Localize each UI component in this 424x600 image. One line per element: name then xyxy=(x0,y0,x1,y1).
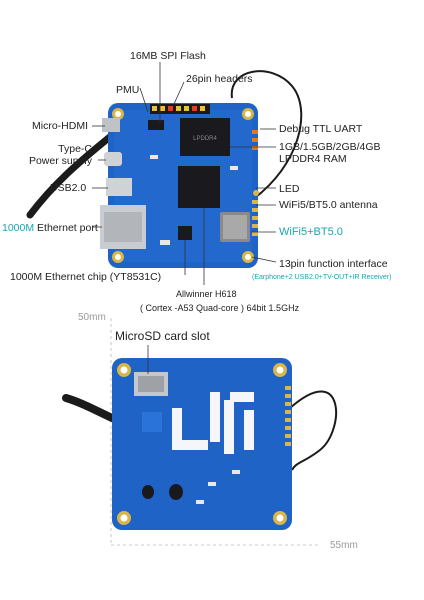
ram-chip xyxy=(180,118,230,156)
label-soc: Allwinner H618 xyxy=(176,289,237,299)
label-wifi-module: WiFi5+BT5.0 xyxy=(279,226,343,238)
label-ethernet-port: 1000M Ethernet port xyxy=(2,222,98,234)
label-power-supply: Power supply xyxy=(28,155,92,167)
leader-lines-top xyxy=(92,62,277,285)
soc-chip xyxy=(178,166,220,208)
label-26pin-headers: 26pin headers xyxy=(186,73,253,85)
header-pins xyxy=(150,104,210,114)
antenna-wire-top xyxy=(230,70,303,201)
label-ram-size: 1GB/1.5GB/2GB/4GB xyxy=(279,141,381,153)
label-function-interface-sub: (Earphone+2 USB2.0+TV-OUT+IR Receiver) xyxy=(252,274,392,281)
spi-flash-chip xyxy=(148,120,164,130)
typec-port xyxy=(104,152,122,166)
label-led: LED xyxy=(279,183,300,195)
label-dimension-width: 55mm xyxy=(330,540,358,551)
label-dimension-height: 50mm xyxy=(78,312,106,323)
antenna-wire-bottom xyxy=(289,390,338,471)
svg-text:LPDDR4: LPDDR4 xyxy=(193,136,217,142)
antenna-cable-bottom xyxy=(62,394,116,422)
label-micro-hdmi: Micro-HDMI xyxy=(32,120,88,132)
label-ethernet-port-text: Ethernet port xyxy=(34,222,98,234)
label-ethernet-speed: 1000M xyxy=(2,222,35,234)
label-pmu: PMU xyxy=(116,84,140,96)
edge-pins-right xyxy=(252,130,258,236)
micro-hdmi-port xyxy=(102,118,120,132)
label-usb2: USB2.0 xyxy=(50,182,87,194)
label-debug-uart: Debug TTL UART xyxy=(279,123,363,135)
bottom-board xyxy=(112,358,292,530)
label-microsd: MicroSD card slot xyxy=(115,329,210,343)
label-spi-flash: 16MB SPI Flash xyxy=(130,50,206,62)
eth-chip xyxy=(178,226,192,240)
top-board: LPDDR4 xyxy=(100,103,259,268)
label-function-interface: 13pin function interface xyxy=(279,258,388,270)
usb-port xyxy=(106,178,132,196)
label-eth-chip: 1000M Ethernet chip (YT8531C) xyxy=(10,271,162,283)
label-soc-spec: ( Cortex -A53 Quad-core ) 64bit 1.5GHz xyxy=(140,303,300,313)
label-typec: Type-C xyxy=(58,143,92,155)
label-antenna: WiFi5/BT5.0 antenna xyxy=(279,199,378,211)
label-ram-type: LPDDR4 RAM xyxy=(279,153,347,165)
silk-pads xyxy=(172,392,254,454)
